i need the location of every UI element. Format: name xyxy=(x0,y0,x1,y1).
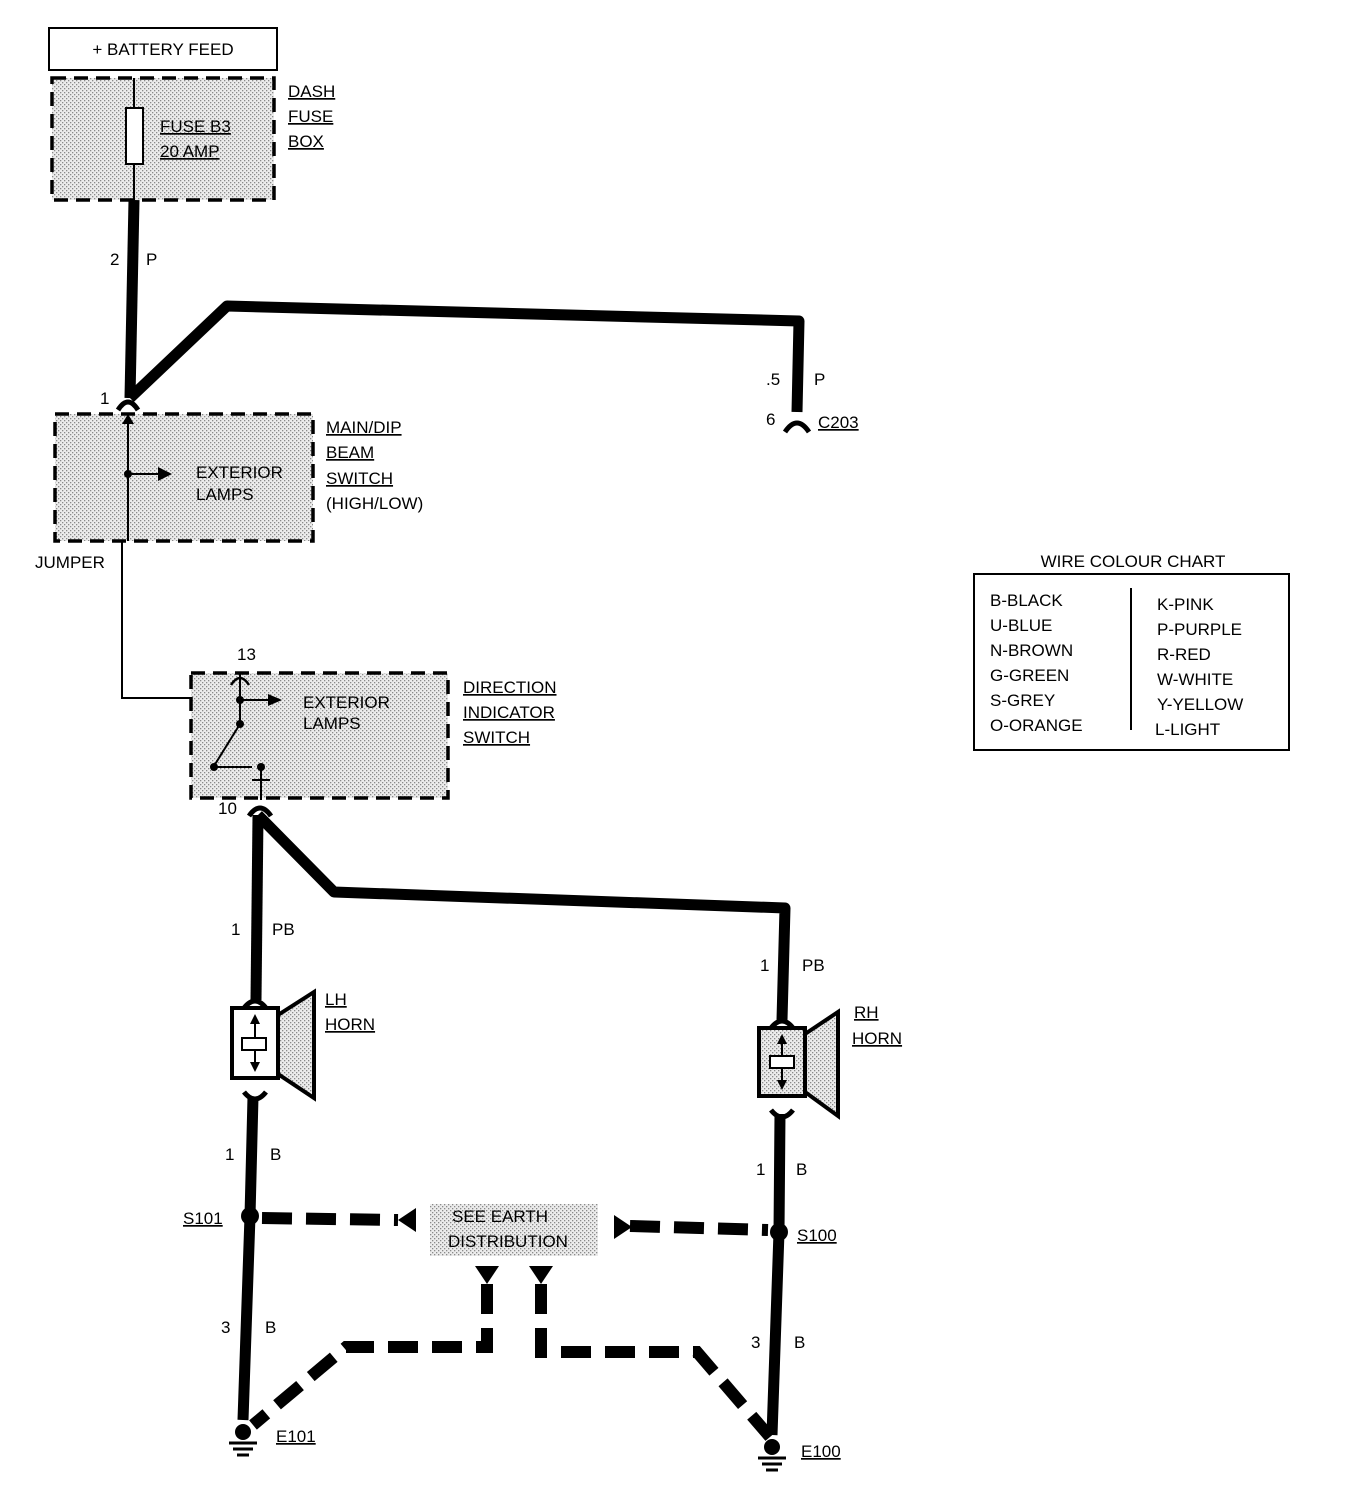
main-switch-inner-2: LAMPS xyxy=(196,485,254,504)
fuse-label-1: FUSE B3 xyxy=(160,117,231,136)
wire-rh-b-colour: B xyxy=(796,1160,807,1179)
earth-e101-icon xyxy=(229,1424,257,1457)
lh-horn-icon xyxy=(230,988,316,1102)
jumper-label: JUMPER xyxy=(35,553,105,572)
wire-colour-right-4: Y-YELLOW xyxy=(1157,695,1243,714)
main-switch-label-2: BEAM xyxy=(326,443,374,462)
wire-rh-horn-feed xyxy=(254,811,791,1021)
pin-6: 6 xyxy=(766,410,775,429)
main-switch-label-1: MAIN/DIP xyxy=(326,418,402,437)
rh-horn-label-1: RH xyxy=(854,1003,879,1022)
earth-ref-arrow-left-icon xyxy=(475,1266,499,1284)
wire-colour-left-4: S-GREY xyxy=(990,691,1055,710)
earth-e101-label: E101 xyxy=(276,1427,316,1446)
wire-colour-left-0: B-BLACK xyxy=(990,591,1063,610)
wire-rh-pb-colour: PB xyxy=(802,956,825,975)
wire-lh-b3-size: 3 xyxy=(221,1318,230,1337)
battery-feed-label: + BATTERY FEED xyxy=(92,40,233,59)
wire-colour-right-0: K-PINK xyxy=(1157,595,1214,614)
pin-10-connector-icon xyxy=(246,805,274,818)
wire-colour-chart: WIRE COLOUR CHART B-BLACK U-BLUE N-BROWN… xyxy=(973,552,1290,751)
connector-c203-label: C203 xyxy=(818,413,859,432)
wire-lh-pb-size: 1 xyxy=(231,920,240,939)
wire-rh-b3-colour: B xyxy=(794,1333,805,1352)
dash-earth-to-e100 xyxy=(535,1284,775,1441)
earth-e100-icon xyxy=(758,1439,786,1472)
direction-switch-label-3: SWITCH xyxy=(463,728,530,747)
earth-ref-arrow-right-icon xyxy=(529,1266,553,1284)
rh-horn-icon xyxy=(757,1008,840,1120)
main-switch-label-4: (HIGH/LOW) xyxy=(326,494,423,513)
dash-s101-to-earth xyxy=(261,1212,399,1226)
lh-horn-label-2: HORN xyxy=(325,1015,375,1034)
wire-to-c203 xyxy=(126,300,805,413)
wire-rh-b-size: 1 xyxy=(756,1160,765,1179)
direction-indicator-switch: EXTERIOR LAMPS DIRECTION INDICATOR SWITC… xyxy=(189,671,557,800)
switch-arrow-icon xyxy=(158,467,172,481)
dash-fuse-box: FUSE B3 20 AMP DASH FUSE BOX xyxy=(50,76,335,202)
main-switch-label-3: SWITCH xyxy=(326,469,393,488)
direction-arrow-icon xyxy=(268,694,282,706)
dash-fuse-box-label-1: DASH xyxy=(288,82,335,101)
fuse-icon xyxy=(125,107,144,165)
wire-lh-b-size: 1 xyxy=(225,1145,234,1164)
c203-connector-icon xyxy=(782,420,812,434)
wire-lh-b3-colour: B xyxy=(265,1318,276,1337)
wire-feed-main xyxy=(124,199,140,399)
wire-rh-earth xyxy=(766,1113,786,1436)
earth-arrow-left-icon xyxy=(398,1208,416,1232)
earth-distribution-label-2: DISTRIBUTION xyxy=(448,1232,568,1251)
wire-colour-right-3: W-WHITE xyxy=(1157,670,1233,689)
earth-e100-label: E100 xyxy=(801,1442,841,1461)
wire-rh-b3-size: 3 xyxy=(751,1333,760,1352)
splice-s100-icon xyxy=(770,1223,788,1241)
wire-c203-size: .5 xyxy=(766,370,780,389)
wire-lh-horn-feed xyxy=(250,814,264,1001)
wire-colour-chart-title: WIRE COLOUR CHART xyxy=(1041,552,1226,571)
direction-switch-label-1: DIRECTION xyxy=(463,678,557,697)
splice-s101-icon xyxy=(241,1207,259,1225)
wire-colour-right-2: R-RED xyxy=(1157,645,1211,664)
lh-horn-label-1: LH xyxy=(325,990,347,1009)
wire-lh-pb-colour: PB xyxy=(272,920,295,939)
wire-c203-colour: P xyxy=(814,370,825,389)
wire-rh-pb-size: 1 xyxy=(760,956,769,975)
splice-s100-label: S100 xyxy=(797,1226,837,1245)
wire-colour-left-2: N-BROWN xyxy=(990,641,1073,660)
dash-fuse-box-label-3: BOX xyxy=(288,132,324,151)
main-dip-beam-switch: EXTERIOR LAMPS MAIN/DIP BEAM SWITCH (HIG… xyxy=(53,412,423,543)
dash-fuse-box-label-2: FUSE xyxy=(288,107,333,126)
wire-colour-right-5: L-LIGHT xyxy=(1155,720,1220,739)
pin-10: 10 xyxy=(218,799,237,818)
wire-colour-left-1: U-BLUE xyxy=(990,616,1052,635)
direction-switch-label-2: INDICATOR xyxy=(463,703,555,722)
earth-distribution-label-1: SEE EARTH xyxy=(452,1207,548,1226)
wire-colour-right-1: P-PURPLE xyxy=(1157,620,1242,639)
battery-feed-box: + BATTERY FEED xyxy=(48,27,278,71)
wire-lh-earth xyxy=(237,1096,259,1421)
rh-horn-label-2: HORN xyxy=(852,1029,902,1048)
wire-lh-b-colour: B xyxy=(270,1145,281,1164)
pin-13: 13 xyxy=(237,645,256,664)
fuse-label-2: 20 AMP xyxy=(160,142,220,161)
pin-1: 1 xyxy=(100,389,109,408)
wire-top-size: 2 xyxy=(110,250,119,269)
main-switch-inner-1: EXTERIOR xyxy=(196,463,283,482)
earth-arrow-right-icon xyxy=(614,1215,632,1239)
dash-s100-to-earth xyxy=(629,1220,769,1236)
wire-colour-left-3: G-GREEN xyxy=(990,666,1069,685)
pin-1-connector-icon xyxy=(115,399,141,412)
wire-colour-left-5: O-ORANGE xyxy=(990,716,1083,735)
wire-top-colour: P xyxy=(146,250,157,269)
earth-distribution-box: SEE EARTH DISTRIBUTION xyxy=(430,1204,598,1256)
direction-switch-inner-1: EXTERIOR xyxy=(303,693,390,712)
dash-earth-to-e101 xyxy=(249,1284,493,1430)
splice-s101-label: S101 xyxy=(183,1209,223,1228)
direction-switch-inner-2: LAMPS xyxy=(303,714,361,733)
